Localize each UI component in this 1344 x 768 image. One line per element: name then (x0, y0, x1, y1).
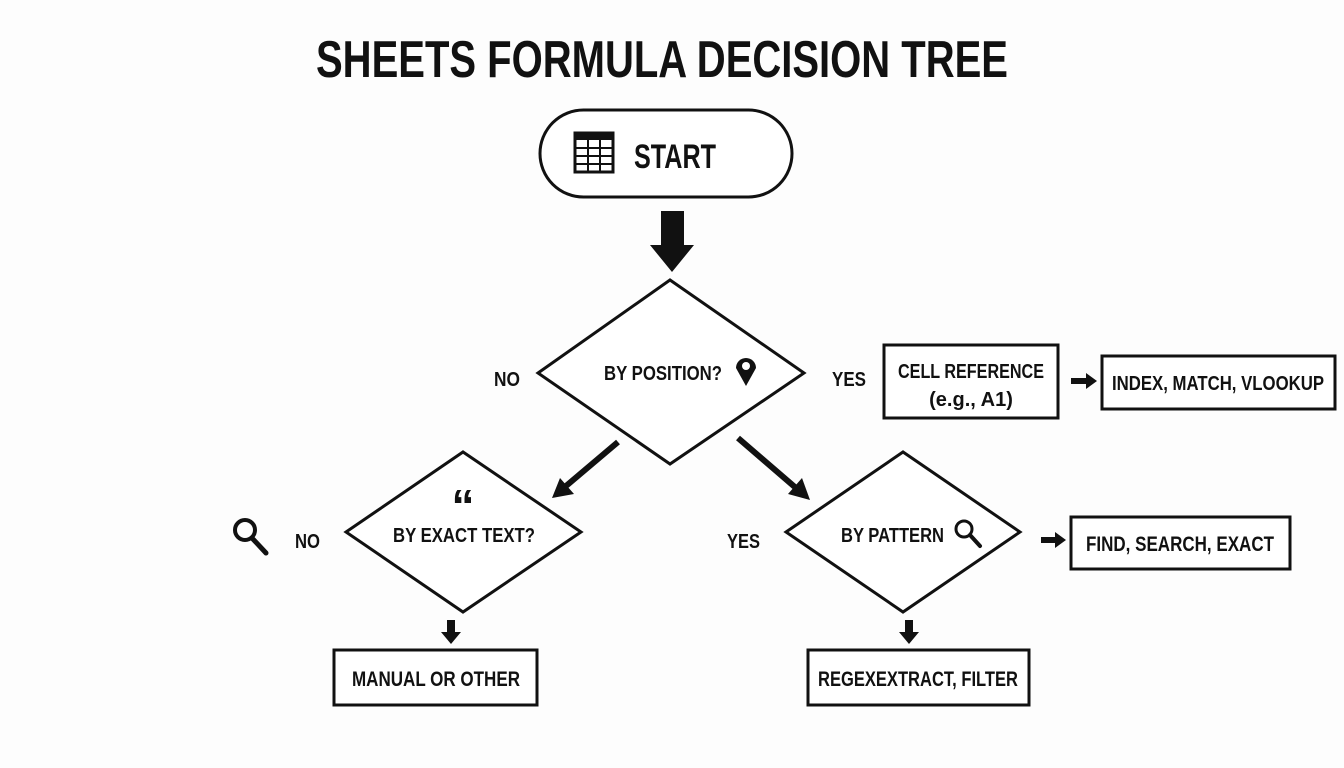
pattern-side-result-label: FIND, SEARCH, EXACT (1086, 533, 1274, 556)
spreadsheet-grid-icon (573, 131, 615, 174)
arrow-to-manual (441, 620, 461, 644)
position-no-label: NO (494, 369, 520, 391)
arrow-to-index-match (1071, 373, 1097, 389)
search-icon (233, 518, 269, 556)
find-search-exact-box: FIND, SEARCH, EXACT (1069, 515, 1292, 571)
cell-reference-box: CELL REFERENCE (e.g., A1) (882, 343, 1060, 420)
arrow-to-find-search (1041, 532, 1066, 548)
position-yes-label: YES (832, 369, 866, 391)
arrow-start-to-position (650, 211, 694, 272)
decision-exact-label: BY EXACT TEXT? (393, 525, 535, 547)
decision-by-exact-text: “ BY EXACT TEXT? (343, 450, 584, 614)
pattern-yes-label: YES (727, 531, 760, 553)
index-match-vlookup-box: INDEX, MATCH, VLOOKUP (1100, 354, 1337, 411)
start-node: START (538, 108, 794, 199)
pattern-result-label: REGEXEXTRACT, FILTER (818, 668, 1018, 691)
regexextract-filter-box: REGEXEXTRACT, FILTER (806, 648, 1031, 707)
arrow-to-pattern (736, 435, 810, 500)
map-pin-icon (736, 358, 756, 386)
exact-result-label: MANUAL OR OTHER (352, 668, 520, 691)
cell-reference-line1: CELL REFERENCE (898, 361, 1044, 383)
search-icon (954, 519, 982, 548)
page-title: SHEETS FORMULA DECISION TREE (316, 31, 1008, 89)
quote-icon: “ (452, 480, 475, 532)
decision-by-position: BY POSITION? (535, 278, 807, 466)
decision-by-pattern: BY PATTERN (783, 450, 1023, 614)
cell-reference-line2: (e.g., A1) (929, 389, 1013, 411)
decision-position-label: BY POSITION? (604, 363, 722, 385)
arrow-to-regexextract (899, 620, 919, 644)
arrow-to-exact-text (552, 439, 620, 498)
manual-or-other-box: MANUAL OR OTHER (332, 648, 539, 707)
exact-no-label: NO (295, 531, 320, 553)
position-result-label: INDEX, MATCH, VLOOKUP (1112, 373, 1324, 395)
decision-pattern-label: BY PATTERN (841, 525, 944, 547)
start-label: START (634, 138, 716, 176)
